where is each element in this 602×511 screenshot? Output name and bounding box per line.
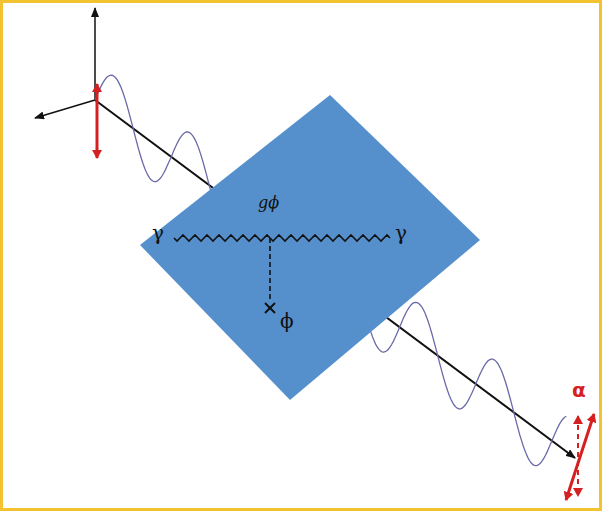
particle-label: γ bbox=[152, 223, 164, 243]
initial-polarization bbox=[96, 84, 99, 158]
coupling-plane: γ gϕ γ ϕ bbox=[140, 95, 480, 400]
particle-label: ϕ bbox=[280, 311, 294, 331]
axis-x bbox=[35, 100, 95, 118]
plane-shape bbox=[140, 95, 480, 400]
light-wave bbox=[95, 75, 566, 466]
rotation-angle-label: α bbox=[572, 380, 586, 400]
original-polarization-dashed bbox=[577, 416, 579, 496]
coupling-label: gϕ bbox=[258, 195, 279, 211]
particle-label: γ bbox=[395, 223, 407, 243]
rotated-polarization bbox=[566, 414, 594, 500]
